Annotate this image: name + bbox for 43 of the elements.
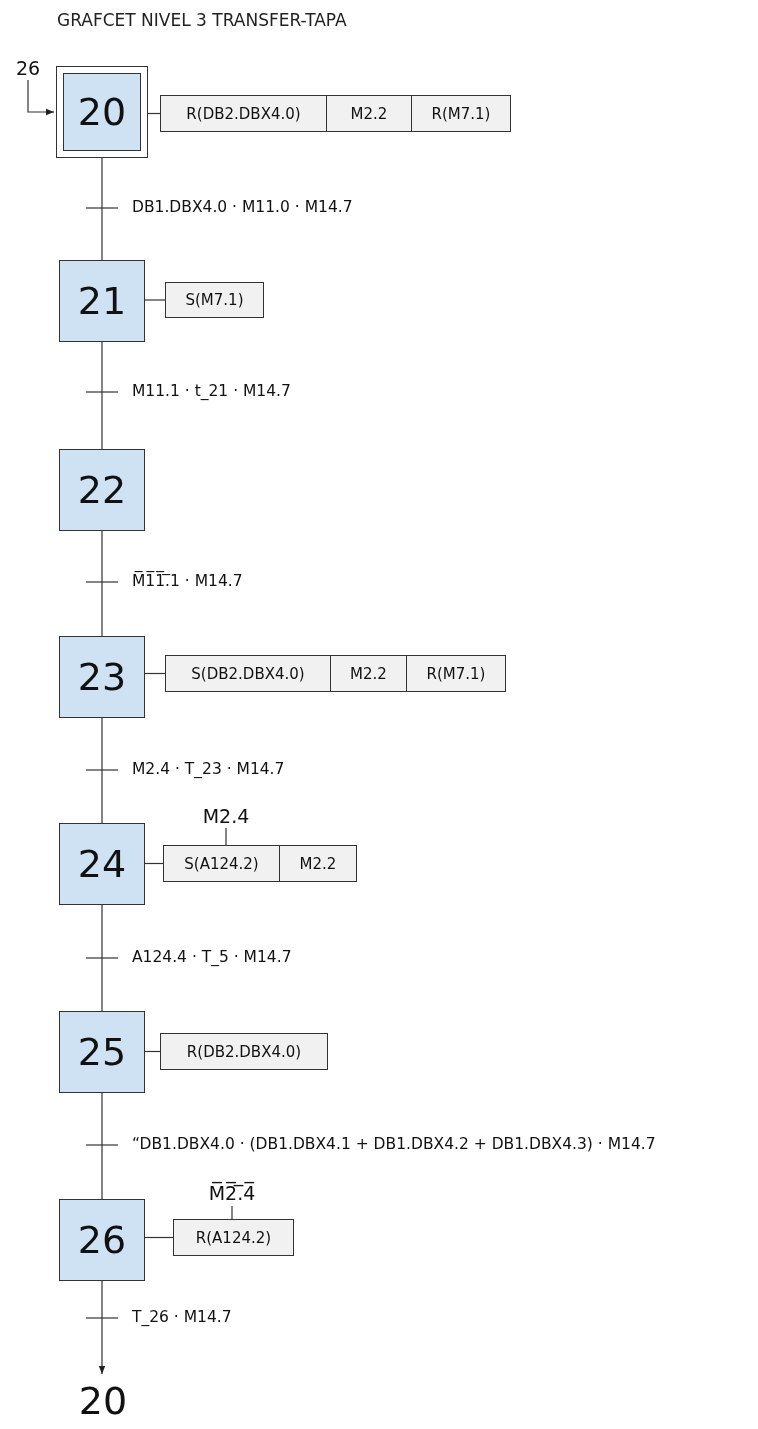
action-box: R(DB2.DBX4.0) [160, 95, 327, 132]
action-box: M2.2 [330, 655, 407, 692]
connector [101, 717, 103, 824]
transition-condition: A124.4 · T_5 · M14.7 [132, 948, 292, 966]
step-box: 25 [59, 1011, 145, 1093]
action-box: S(A124.2) [163, 845, 280, 882]
step-box: 26 [59, 1199, 145, 1281]
condition-label: M2.4 [198, 804, 254, 828]
connector [231, 1205, 233, 1220]
transition-condition: M2.4 · T_23 · M14.7 [132, 760, 285, 778]
connector [27, 79, 55, 116]
connector [144, 299, 166, 301]
connector [101, 904, 103, 1012]
action-box: R(M7.1) [406, 655, 506, 692]
diagram-title: GRAFCET NIVEL 3 TRANSFER-TAPA [57, 10, 347, 30]
connector [101, 341, 103, 450]
initial-step-box: 20 [56, 66, 148, 158]
action-box: R(A124.2) [173, 1219, 294, 1256]
condition-label: M̅2̅.̅4̅ [203, 1180, 261, 1206]
step-box: 24 [59, 823, 145, 905]
action-box: R(M7.1) [411, 95, 511, 132]
action-box: R(DB2.DBX4.0) [160, 1033, 328, 1070]
connector [144, 1236, 174, 1239]
transition-condition: DB1.DBX4.0 · M11.0 · M14.7 [132, 198, 353, 216]
transition-condition: M11.1 · t_21 · M14.7 [132, 382, 291, 400]
connector [98, 1280, 106, 1375]
connector [225, 827, 227, 846]
action-box: S(M7.1) [165, 282, 264, 318]
action-box: M2.2 [279, 845, 357, 882]
transition-condition: “DB1.DBX4.0 · (DB1.DBX4.1 + DB1.DBX4.2 + DB1.DBX4.3) · M14.7 [132, 1135, 656, 1153]
transition-condition: T_26 · M14.7 [132, 1308, 232, 1326]
step-box: 22 [59, 449, 145, 531]
step-box: 21 [59, 260, 145, 342]
action-box: M2.2 [326, 95, 412, 132]
connector [101, 530, 103, 637]
step-reference: 26 [14, 56, 42, 80]
connector [101, 157, 103, 261]
connector [144, 672, 166, 675]
step-box: 23 [59, 636, 145, 718]
step-reference: 20 [76, 1378, 130, 1424]
action-box: S(DB2.DBX4.0) [165, 655, 331, 692]
transition-condition: M̅1̅1̅.̅1 · M14.7 [132, 572, 243, 590]
connector [101, 1092, 103, 1200]
